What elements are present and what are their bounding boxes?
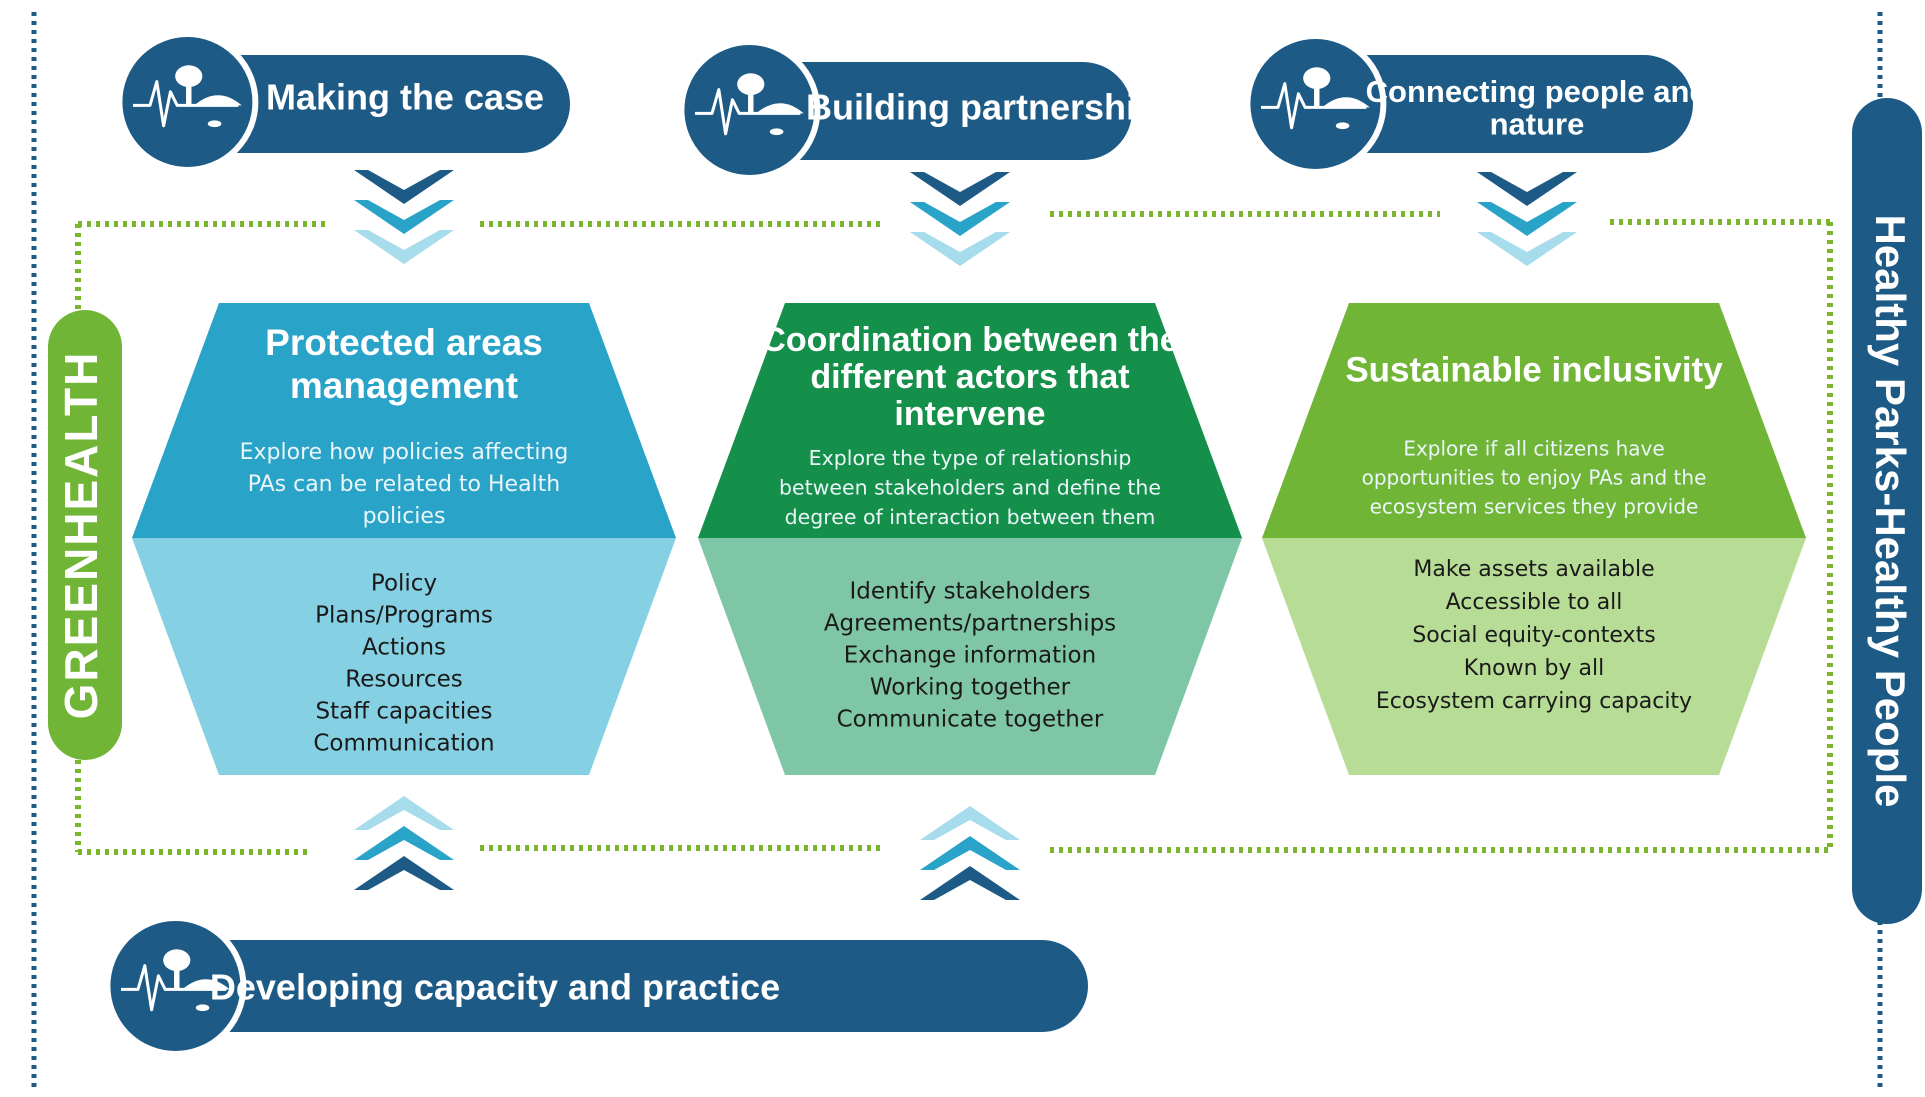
chevron-down-icon bbox=[354, 200, 454, 234]
park-logo-icon bbox=[116, 31, 259, 173]
hexagon-description-line: PAs can be related to Health bbox=[248, 472, 561, 497]
hexagon-description-line: Explore how policies affecting bbox=[240, 440, 569, 465]
chevron-up-icon bbox=[920, 806, 1020, 840]
hexagon-title-line: Sustainable inclusivity bbox=[1345, 350, 1723, 389]
park-logo-icon bbox=[678, 39, 821, 181]
hexagon-title-line: management bbox=[290, 365, 518, 406]
hexagon-item: Staff capacities bbox=[316, 699, 493, 725]
greenhealth-label: GREENHEALTH bbox=[55, 351, 107, 720]
chevrons-down-1 bbox=[354, 170, 454, 264]
chevron-up-icon bbox=[354, 826, 454, 860]
hexagon-item: Communicate together bbox=[837, 707, 1104, 733]
chevrons-up-2 bbox=[920, 806, 1020, 900]
hexagon-item: Communication bbox=[313, 731, 494, 757]
hexagon-item: Agreements/partnerships bbox=[824, 611, 1116, 637]
chevrons-down-2 bbox=[910, 172, 1010, 266]
hexagon-item: Make assets available bbox=[1413, 557, 1654, 582]
hexagon-title-line: different actors that bbox=[810, 358, 1129, 396]
hexagon-item: Exchange information bbox=[844, 643, 1096, 669]
hexagon-bottom-half bbox=[698, 538, 1242, 775]
hexagon-description-line: ecosystem services they provide bbox=[1370, 495, 1699, 519]
hexagon-description-line: Explore if all citizens have bbox=[1403, 437, 1664, 461]
hexagon-title-line: intervene bbox=[894, 395, 1045, 433]
hexagon-description-line: between stakeholders and define the bbox=[779, 476, 1161, 500]
chevron-up-icon bbox=[920, 866, 1020, 900]
top-pill-2: Building partnership bbox=[678, 39, 1158, 181]
hexagon-description-line: Explore the type of relationship bbox=[809, 446, 1132, 470]
hexagon-top-half bbox=[698, 303, 1242, 538]
chevron-down-icon bbox=[1477, 202, 1577, 236]
hexagon-item: Social equity-contexts bbox=[1412, 623, 1655, 648]
pill-label: Connecting people and bbox=[1366, 74, 1709, 109]
chevron-down-icon bbox=[910, 202, 1010, 236]
chevron-down-icon bbox=[910, 232, 1010, 266]
hexagon-item: Ecosystem carrying capacity bbox=[1376, 689, 1692, 714]
hexagon-item: Accessible to all bbox=[1446, 590, 1623, 615]
chevron-up-icon bbox=[920, 836, 1020, 870]
chevron-down-icon bbox=[1477, 172, 1577, 206]
hexagon-item: Resources bbox=[345, 667, 462, 693]
hexagon-top-half bbox=[1262, 303, 1806, 538]
chevron-down-icon bbox=[910, 172, 1010, 206]
chevron-down-icon bbox=[354, 230, 454, 264]
pill-label: Developing capacity and practice bbox=[210, 967, 780, 1008]
chevron-down-icon bbox=[1477, 232, 1577, 266]
chevrons-up-1 bbox=[354, 796, 454, 890]
top-pill-1: Making the case bbox=[116, 31, 570, 173]
hexagon-title-line: Coordination between the bbox=[761, 321, 1178, 359]
greenhealth-side-label: GREENHEALTH bbox=[48, 310, 122, 760]
pill-label: Building partnership bbox=[806, 87, 1158, 128]
pill-label: Making the case bbox=[266, 77, 544, 118]
chevrons-down-3 bbox=[1477, 172, 1577, 266]
hexagon-description-line: degree of interaction between them bbox=[785, 505, 1156, 529]
hphp-label: Healthy Parks-Healthy People bbox=[1867, 215, 1914, 808]
hexagon-bottom-half bbox=[1262, 538, 1806, 775]
hexagon-item: Actions bbox=[362, 635, 446, 661]
chevron-down-icon bbox=[354, 170, 454, 204]
park-logo-icon bbox=[104, 915, 247, 1057]
hexagon-item: Identify stakeholders bbox=[849, 579, 1090, 605]
bottom-pill: Developing capacity and practice bbox=[104, 915, 1088, 1057]
park-logo-icon bbox=[1244, 33, 1387, 175]
hphp-side-label: Healthy Parks-Healthy People bbox=[1852, 98, 1922, 924]
hexagon-title-line: Protected areas bbox=[265, 322, 543, 363]
hexagon-description-line: policies bbox=[363, 504, 446, 529]
chevron-up-icon bbox=[354, 796, 454, 830]
pill-label: nature bbox=[1490, 106, 1585, 141]
hexagon-item: Policy bbox=[371, 571, 437, 597]
chevron-up-icon bbox=[354, 856, 454, 890]
hexagon-bottom-half bbox=[132, 538, 676, 775]
hexagon-description-line: opportunities to enjoy PAs and the bbox=[1362, 466, 1707, 490]
hexagon-top-half bbox=[132, 303, 676, 538]
hexagon-item: Plans/Programs bbox=[315, 603, 493, 629]
hexagon-item: Working together bbox=[870, 675, 1071, 701]
green-dotted-frame bbox=[75, 211, 1833, 855]
hexagon-item: Known by all bbox=[1464, 656, 1604, 681]
